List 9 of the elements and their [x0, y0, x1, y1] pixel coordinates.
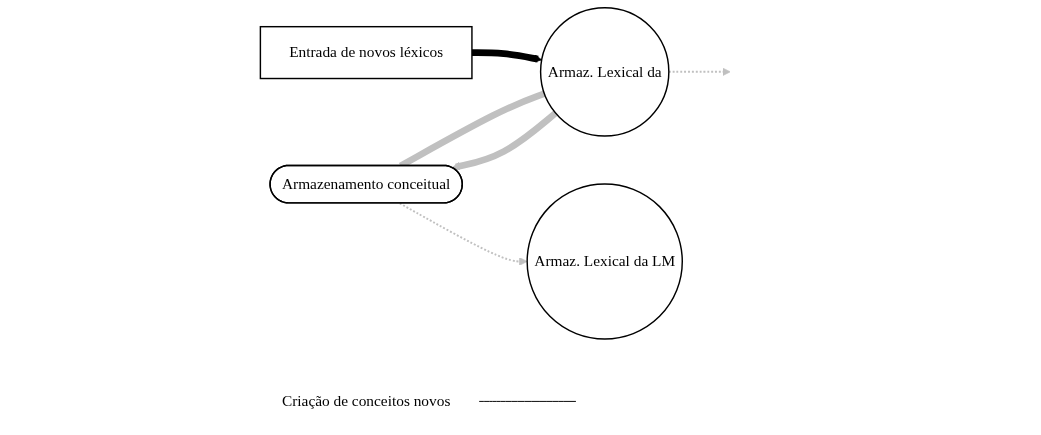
leader-line — [478, 400, 577, 402]
process-box: Entrada de novos léxicos — [259, 25, 473, 80]
process-box: Armazenamento conceitual — [269, 164, 463, 204]
circle-node: Armaz. Lexical da — [539, 6, 670, 137]
text-label: Criação de conceitos novos — [281, 392, 451, 410]
arrow — [398, 202, 528, 266]
circle-node: Armaz. Lexical da LM — [526, 183, 683, 340]
arrow — [471, 49, 543, 63]
arrow — [451, 110, 558, 171]
